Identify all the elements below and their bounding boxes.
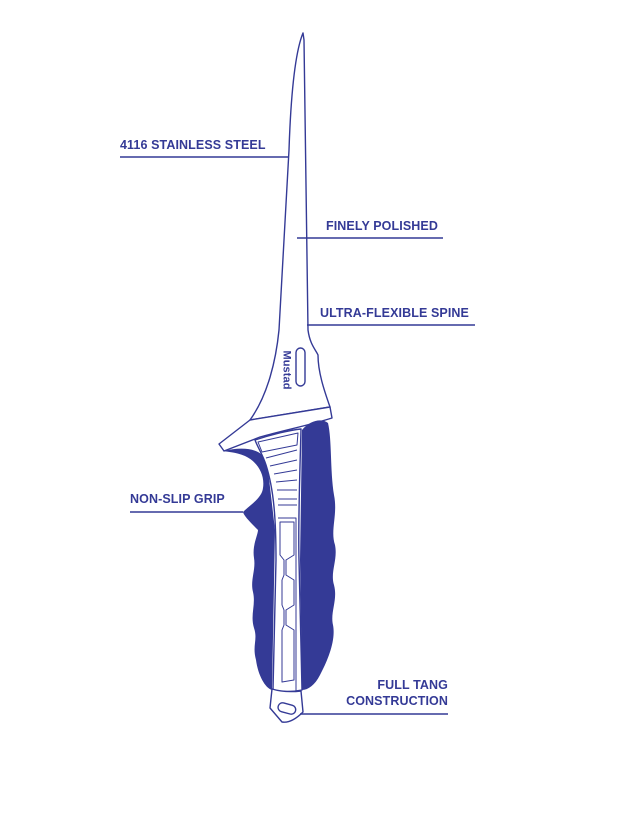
label-flexible-spine: ULTRA-FLEXIBLE SPINE	[320, 306, 469, 320]
blade-slot	[295, 347, 306, 387]
grip-left	[223, 448, 275, 690]
label-full-tang-2: CONSTRUCTION	[346, 694, 448, 708]
grip-right	[300, 420, 336, 690]
pommel	[269, 688, 304, 723]
brand-logo: Mustad	[280, 350, 293, 390]
label-finely-polished: FINELY POLISHED	[326, 219, 438, 233]
label-full-tang-1: FULL TANG	[377, 678, 448, 692]
guard	[218, 406, 333, 452]
grip-ribs	[257, 432, 299, 700]
pommel-slot	[277, 702, 297, 715]
label-stainless-steel: 4116 STAINLESS STEEL	[120, 138, 266, 152]
blade	[249, 32, 331, 421]
label-non-slip-grip: NON-SLIP GRIP	[130, 492, 225, 506]
